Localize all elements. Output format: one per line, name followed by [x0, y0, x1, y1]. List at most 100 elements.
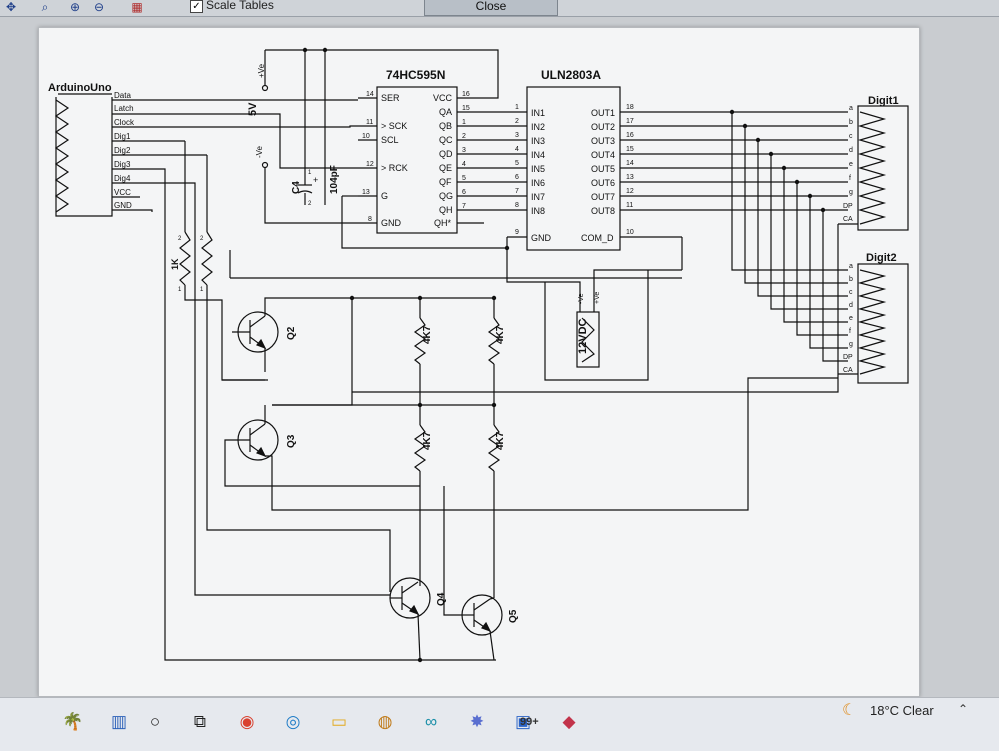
pin-num: 2: [462, 133, 466, 140]
pin-qd: QD: [439, 149, 453, 159]
scale-tables-checkbox[interactable]: ✓: [190, 0, 203, 13]
pin-in5: IN5: [531, 164, 545, 174]
digit2-title: Digit2: [866, 252, 897, 264]
search-icon[interactable]: ○: [149, 712, 161, 731]
digit2-connector: Digit2 a b c d e f g DP CA: [838, 252, 909, 384]
digit1-pin-ca: CA: [843, 216, 853, 223]
pin-num: 3: [515, 132, 519, 139]
pin-out3: OUT3: [591, 136, 615, 146]
zoom-icon[interactable]: ⌕: [41, 0, 49, 14]
zoom-in-icon[interactable]: ⊕: [69, 0, 81, 14]
zoom-out-icon[interactable]: ⊖: [93, 0, 105, 14]
pin-num: 16: [462, 91, 470, 98]
file-explorer-icon[interactable]: ▭: [330, 712, 348, 731]
arduino-pin-dig2: Dig2: [114, 146, 131, 155]
app-toolbar: ✥ ⌕ ⊕ ⊖ ▦ ✓ Scale Tables Close: [0, 0, 999, 17]
digit1-pin-c: c: [849, 133, 853, 140]
pin-num: 15: [626, 146, 634, 153]
app-owl-icon[interactable]: ◍: [377, 712, 393, 731]
vplus-label: +Ve: [257, 63, 266, 78]
capacitor-pin1: 1: [308, 170, 312, 176]
pin-num: 2: [515, 118, 519, 125]
digit2-pin-f: f: [849, 328, 851, 335]
weather-text[interactable]: 18°C Clear: [870, 703, 934, 718]
pin-num: 7: [462, 203, 466, 210]
digit2-pin-e: e: [849, 315, 853, 322]
arduino-pin-data: Data: [114, 91, 131, 100]
pin-out6: OUT6: [591, 178, 615, 188]
supply-label: 12VDC: [577, 318, 589, 354]
arduino-pin-dig4: Dig4: [114, 174, 131, 183]
pin-in2: IN2: [531, 122, 545, 132]
pin-in6: IN6: [531, 178, 545, 188]
resistor-1k-pin2: 2: [178, 236, 182, 242]
pin-num: 11: [626, 202, 633, 209]
pin-num: 13: [362, 189, 370, 196]
supply-minus-label: -Ve: [578, 293, 585, 304]
pin-num: 15: [462, 105, 470, 112]
base-resistors: 1K 2 1 2 1: [140, 140, 682, 661]
pin-qh: QH: [439, 205, 453, 215]
pin-num: 8: [368, 216, 372, 223]
pin-ser: SER: [381, 93, 400, 103]
pin-num: 11: [366, 119, 373, 126]
pin-in3: IN3: [531, 136, 545, 146]
digit2-pin-g: g: [849, 341, 853, 348]
arduino-pin-vcc: VCC: [114, 188, 131, 197]
pinned-app-icon[interactable]: ▥: [110, 712, 128, 731]
arduino-title: ArduinoUno: [48, 82, 112, 94]
schematic-sheet: [38, 27, 920, 697]
pin-scl: SCL: [381, 135, 399, 145]
pin-vcc-595: VCC: [433, 93, 453, 103]
palette-icon[interactable]: ▦: [131, 0, 143, 14]
pin-num: 6: [515, 174, 519, 181]
store-icon[interactable]: ▣: [514, 712, 532, 731]
chevron-up-icon[interactable]: ⌃: [958, 702, 969, 716]
edge-icon[interactable]: ◎: [285, 712, 301, 731]
q5-label: Q5: [508, 609, 519, 623]
transistor-q3: Q3: [224, 377, 838, 511]
digit2-pin-c: c: [849, 289, 853, 296]
digit1-title: Digit1: [868, 95, 899, 107]
pin-num: 5: [462, 175, 466, 182]
pin-out8: OUT8: [591, 206, 615, 216]
q3-label: Q3: [286, 434, 297, 448]
schematic-diagram: ArduinoUno Data Latch Clock Dig1 Dig2 Di…: [48, 47, 909, 663]
pin-num: 1: [462, 119, 466, 126]
pin-num: 4: [515, 146, 519, 153]
digit2-pin-dp: DP: [843, 354, 853, 361]
chrome-icon[interactable]: ◉: [239, 712, 255, 731]
shift-register-title: 74HC595N: [386, 68, 445, 82]
arduino-icon[interactable]: ∞: [424, 712, 438, 731]
pin-qh-star: QH*: [434, 218, 452, 228]
pin-num: 7: [515, 188, 519, 195]
power-5v-label: 5V: [247, 102, 259, 116]
arduino-connector: ArduinoUno Data Latch Clock Dig1 Dig2 Di…: [48, 82, 140, 217]
pin-num: 10: [362, 133, 370, 140]
digit2-pin-ca: CA: [843, 367, 853, 374]
task-view-icon[interactable]: ⧉: [193, 712, 207, 731]
widgets-icon[interactable]: 🌴: [62, 712, 84, 731]
q4-label: Q4: [436, 592, 447, 606]
move-icon[interactable]: ✥: [5, 0, 17, 14]
close-button[interactable]: Close: [424, 0, 558, 16]
transistor-q2: Q2: [232, 297, 353, 406]
notification-badge: 99+: [520, 716, 539, 728]
weather-icon[interactable]: ☾: [842, 702, 857, 719]
pin-num: 17: [626, 118, 634, 125]
app-diamond-icon[interactable]: ◆: [562, 712, 576, 731]
arduino-pin-dig1: Dig1: [114, 132, 131, 141]
pin-num: 1: [515, 104, 519, 111]
pin-num: 18: [626, 104, 634, 111]
digit1-pin-dp: DP: [843, 203, 853, 210]
capacitor-value: 104pF: [329, 165, 340, 194]
vminus-label: -Ve: [255, 145, 264, 158]
transistor-q5: Q5: [417, 486, 519, 663]
capacitor-ref: C4: [291, 181, 302, 194]
capacitor-pin2: 2: [308, 201, 312, 207]
pin-qg: QG: [439, 191, 453, 201]
app-gear-icon[interactable]: ✸: [469, 712, 485, 731]
pin-gnd-uln: GND: [531, 233, 552, 243]
pin-qa: QA: [439, 107, 452, 117]
pin-gnd-595: GND: [381, 218, 402, 228]
